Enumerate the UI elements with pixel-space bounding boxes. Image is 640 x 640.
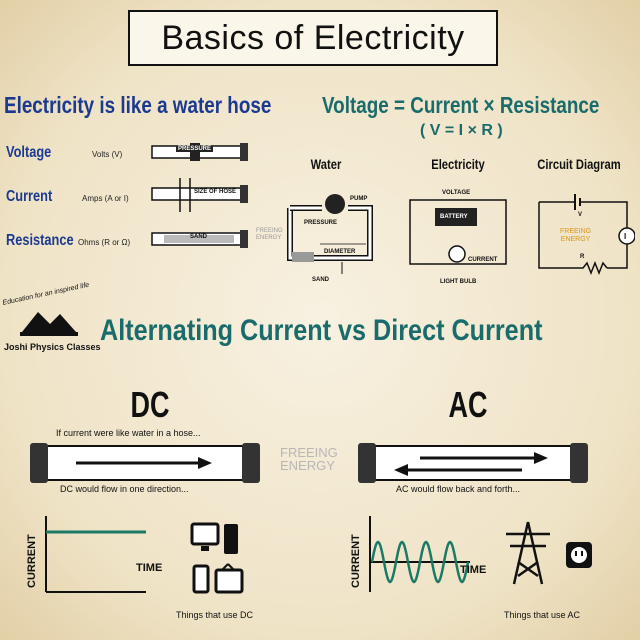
circuit-schematic [538, 194, 635, 276]
monitor-icon [190, 522, 220, 546]
light-bulb-label: LIGHT BULB [440, 279, 477, 285]
circuit-freeing-energy: FREEING ENERGY [560, 228, 592, 243]
pump-label: PUMP [350, 196, 368, 202]
voltage-hose-valve [190, 143, 200, 161]
quantity-voltage-unit: Volts (V) [92, 150, 123, 159]
voltage-hose-end [240, 143, 248, 161]
hose-diagrams [151, 143, 248, 248]
center-freeing-energy: FREEING ENERGY [280, 445, 338, 473]
smartphone-icon [192, 564, 210, 594]
logo-emblem [20, 312, 78, 336]
water-sand [292, 252, 314, 262]
water-circuit-diagram [287, 194, 373, 274]
dc-hose-caption-bottom: DC would flow in one direction... [60, 484, 189, 494]
dc-current-graph [45, 516, 146, 593]
ac-uses-caption: Things that use AC [504, 610, 581, 620]
quantity-current-unit: Amps (A or I) [82, 194, 129, 203]
transmission-tower-icon [506, 521, 550, 585]
dc-hose-caption-top: If current were like water in a hose... [56, 428, 201, 438]
ac-current-graph [369, 516, 470, 592]
circuit-i-label: I [624, 232, 627, 241]
ohms-law-formula: Voltage = Current × Resistance [322, 92, 600, 118]
ac-flow-arrow-right [534, 452, 548, 464]
circuit-r-label: R [580, 254, 585, 260]
electric-circuit-diagram [409, 199, 507, 265]
small-freeing-energy: FREEING ENERGY [256, 228, 283, 241]
diameter-label: DIAMETER [324, 249, 356, 255]
ac-devices [506, 521, 592, 585]
column-electricity-title: Electricity [431, 156, 485, 172]
title-box: Basics of Electricity [128, 10, 498, 66]
quantity-resistance-unit: Ohms (R or Ω) [78, 238, 131, 247]
current-hose-end [240, 185, 248, 203]
ac-hose-caption-bottom: AC would flow back and forth... [396, 484, 521, 494]
ohms-law-short: ( V = I × R ) [420, 122, 503, 139]
sand-label: SAND [312, 277, 330, 283]
dc-flow-arrow [198, 457, 212, 469]
battery-icon [435, 208, 477, 226]
voltage-label: VOLTAGE [442, 190, 471, 196]
resistance-hose-label: SAND [190, 234, 208, 240]
dc-y-axis-label: CURRENT [26, 534, 38, 588]
dc-x-axis-label: TIME [136, 562, 163, 574]
circuit-v-label: V [578, 212, 583, 218]
water-pipe-inner [288, 206, 372, 260]
pump-icon [325, 194, 345, 214]
column-water-title: Water [310, 156, 342, 172]
logo-name: Joshi Physics Classes [4, 342, 101, 352]
ac-current-wave [370, 540, 470, 584]
quantity-voltage-label: Voltage [6, 144, 52, 161]
page-title: Basics of Electricity [161, 18, 465, 57]
ac-flow-arrow-left [394, 464, 408, 476]
computer-tower-icon [224, 524, 238, 554]
dc-devices [190, 522, 244, 594]
battery-label: BATTERY [440, 214, 468, 220]
pressure-label: PRESSURE [304, 220, 338, 226]
current-label: CURRENT [468, 257, 498, 263]
resistance-hose-end [240, 230, 248, 248]
ac-x-axis-label: TIME [460, 564, 487, 576]
circuit-current-meter-icon [618, 227, 635, 245]
tv-icon [214, 568, 244, 594]
dc-hose [30, 443, 260, 483]
dc-title: DC [130, 384, 170, 425]
ac-y-axis-label: CURRENT [350, 534, 362, 588]
light-bulb-icon [448, 245, 466, 263]
dc-uses-caption: Things that use DC [176, 610, 254, 620]
ac-title: AC [448, 384, 488, 425]
voltage-hose-label: PRESSURE [176, 146, 214, 152]
analogy-heading: Electricity is like a water hose [4, 92, 272, 118]
column-circuit-title: Circuit Diagram [537, 156, 621, 172]
quantity-current-label: Current [6, 188, 53, 205]
quantity-resistance-label: Resistance [6, 232, 74, 249]
section2-heading: Alternating Current vs Direct Current [100, 314, 543, 347]
resistance-hose-sand [164, 235, 234, 243]
current-hose-label: SIZE OF HOSE [194, 189, 237, 195]
ac-hose [358, 443, 588, 483]
